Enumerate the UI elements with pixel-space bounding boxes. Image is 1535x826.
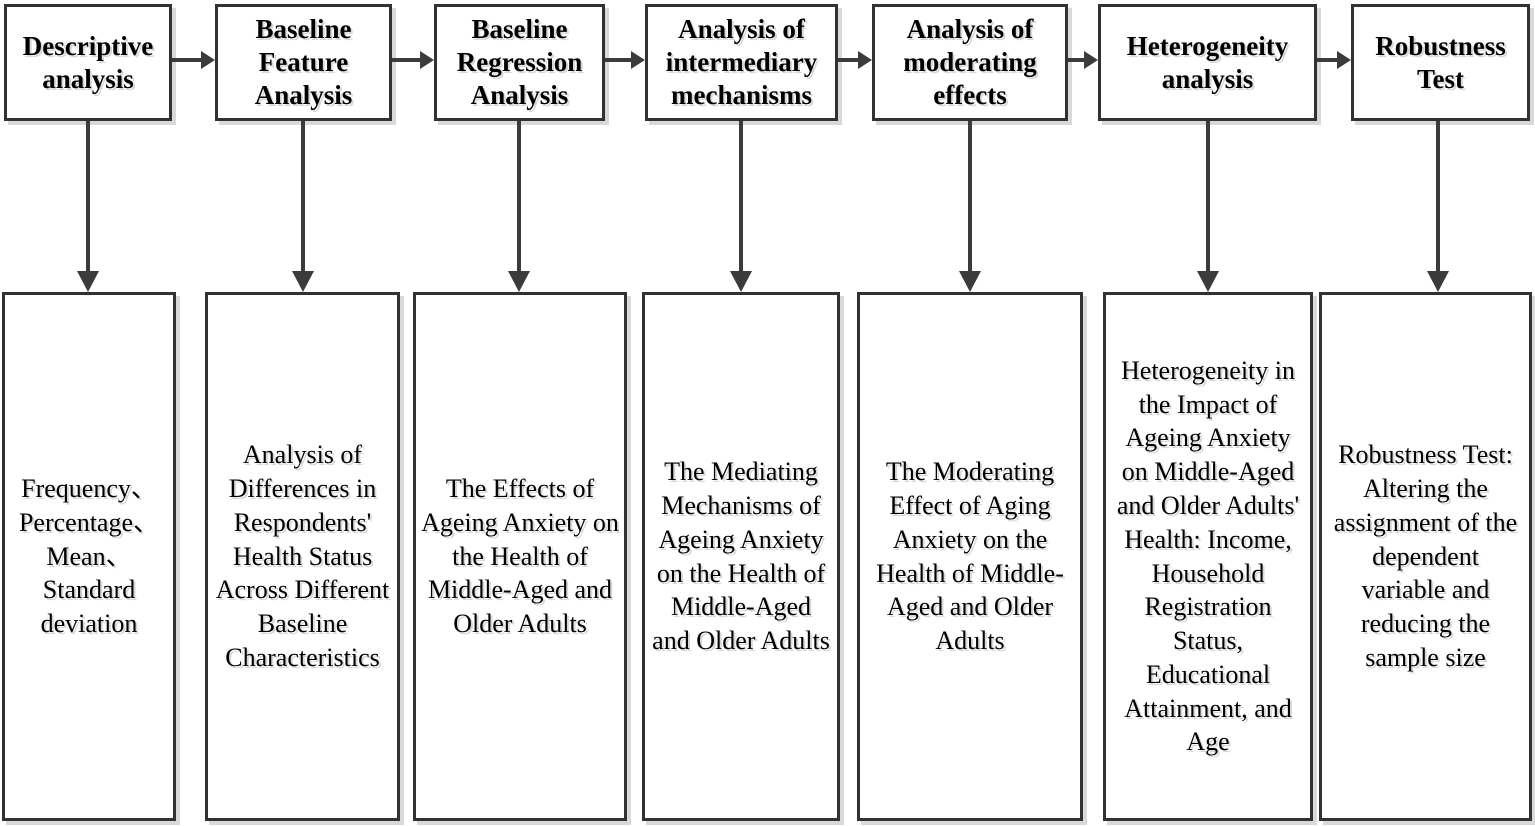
- down-arrow-stem-6: [1206, 121, 1210, 272]
- header-box-descriptive-analysis: Descriptive analysis: [4, 4, 172, 121]
- down-arrow-stem-4: [739, 121, 743, 272]
- detail-box-baseline-regression-analysis: The Effects of Ageing Anxiety on the Hea…: [413, 292, 627, 821]
- right-arrow-head-6-7: [1337, 51, 1351, 69]
- down-arrow-stem-7: [1436, 121, 1440, 272]
- down-arrow-head-7: [1427, 271, 1449, 292]
- right-arrow-head-4-5: [858, 51, 872, 69]
- down-arrow-head-6: [1197, 271, 1219, 292]
- down-arrow-stem-1: [86, 121, 90, 272]
- header-box-intermediary-mechanisms: Analysis of intermediary mechanisms: [645, 4, 838, 121]
- right-arrow-head-1-2: [201, 51, 215, 69]
- right-arrow-head-2-3: [420, 51, 434, 69]
- detail-box-heterogeneity-analysis: Heterogeneity in the Impact of Ageing An…: [1103, 292, 1313, 821]
- right-arrow-stem-3-4: [605, 58, 631, 62]
- right-arrow-stem-1-2: [172, 58, 201, 62]
- right-arrow-stem-4-5: [838, 58, 858, 62]
- header-box-baseline-regression-analysis: Baseline Regression Analysis: [434, 4, 605, 121]
- right-arrow-stem-6-7: [1317, 58, 1337, 62]
- detail-box-descriptive-analysis: Frequency、Percentage、 Mean、Standard devi…: [2, 292, 176, 821]
- right-arrow-head-5-6: [1084, 51, 1098, 69]
- detail-box-baseline-feature-analysis: Analysis of Differences in Respondents' …: [205, 292, 400, 821]
- header-box-robustness-test: Robustness Test: [1351, 4, 1530, 121]
- down-arrow-head-1: [77, 271, 99, 292]
- header-box-baseline-feature-analysis: Baseline Feature Analysis: [215, 4, 392, 121]
- right-arrow-stem-2-3: [392, 58, 420, 62]
- detail-box-robustness-test: Robustness Test: Altering the assignment…: [1319, 292, 1532, 821]
- header-box-heterogeneity-analysis: Heterogeneity analysis: [1098, 4, 1317, 121]
- down-arrow-stem-2: [301, 121, 305, 272]
- header-box-moderating-effects: Analysis of moderating effects: [872, 4, 1068, 121]
- down-arrow-head-3: [508, 271, 530, 292]
- detail-box-intermediary-mechanisms: The Mediating Mechanisms of Ageing Anxie…: [642, 292, 840, 821]
- down-arrow-head-4: [730, 271, 752, 292]
- down-arrow-stem-3: [517, 121, 521, 272]
- detail-box-moderating-effects: The Moderating Effect of Aging Anxiety o…: [857, 292, 1083, 821]
- right-arrow-stem-5-6: [1068, 58, 1084, 62]
- down-arrow-head-2: [292, 271, 314, 292]
- down-arrow-stem-5: [968, 121, 972, 272]
- right-arrow-head-3-4: [631, 51, 645, 69]
- down-arrow-head-5: [959, 271, 981, 292]
